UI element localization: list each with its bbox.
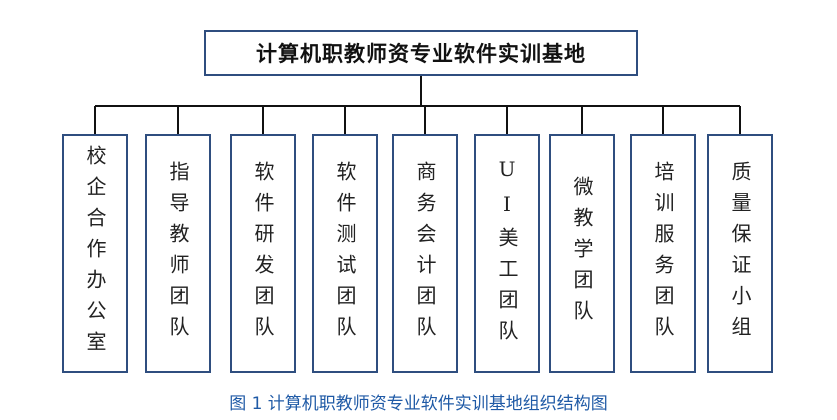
child-node-label: 微教学团队 [570, 176, 594, 331]
child-node-2: 指导教师团队 [145, 134, 211, 373]
root-node-label: 计算机职教师资专业软件实训基地 [256, 41, 586, 66]
root-node: 计算机职教师资专业软件实训基地 [204, 30, 638, 76]
child-node-8: 培训服务团队 [630, 134, 696, 373]
child-node-label: 软件研发团队 [251, 160, 275, 347]
child-node-label: UI美工团队 [495, 156, 519, 351]
child-node-1: 校企合作办公室 [62, 134, 128, 373]
child-node-7: 微教学团队 [549, 134, 615, 373]
child-node-3: 软件研发团队 [230, 134, 296, 373]
child-node-5: 商务会计团队 [392, 134, 458, 373]
child-node-label: 商务会计团队 [413, 160, 437, 347]
child-node-6: UI美工团队 [474, 134, 540, 373]
child-node-label: 质量保证小组 [728, 160, 752, 347]
child-node-label: 指导教师团队 [166, 160, 190, 347]
child-node-4: 软件测试团队 [312, 134, 378, 373]
child-node-label: 软件测试团队 [333, 160, 357, 347]
child-node-9: 质量保证小组 [707, 134, 773, 373]
child-node-label: 校企合作办公室 [83, 145, 107, 362]
child-node-label: 培训服务团队 [651, 160, 675, 347]
figure-caption: 图 1 计算机职教师资专业软件实训基地组织结构图 [229, 394, 608, 414]
